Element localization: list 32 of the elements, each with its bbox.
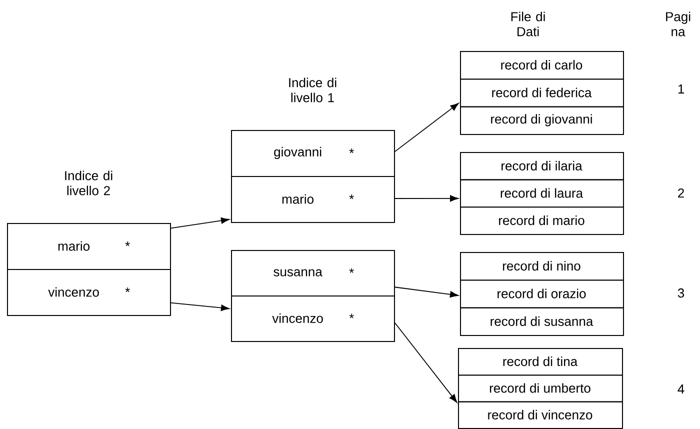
arrow <box>170 302 230 312</box>
arrow <box>394 322 458 403</box>
record-cell: record di carlo <box>460 51 624 80</box>
node-label: Indice di livello 1 <box>289 78 336 102</box>
record-cell: record di orazio <box>460 280 624 308</box>
record-cell: record di federica <box>460 78 624 108</box>
page-number: 4 <box>678 384 684 394</box>
column-heading: Pagi na <box>666 12 690 36</box>
index-cell: vincenzo * <box>7 269 171 316</box>
record-cell: record di mario <box>460 206 624 235</box>
record-cell: record di umberto <box>458 374 623 402</box>
node-label: Indice di livello 2 <box>65 170 112 196</box>
index-cell: mario * <box>7 223 171 270</box>
record-cell: record di laura <box>460 179 624 208</box>
record-cell: record di susanna <box>460 307 624 336</box>
arrow <box>394 195 458 202</box>
page-number: 2 <box>678 188 684 198</box>
arrow <box>170 217 230 229</box>
record-cell: record di giovanni <box>460 106 624 135</box>
index-cell: susanna * <box>231 250 395 296</box>
record-cell: record di nino <box>460 252 624 281</box>
arrow <box>394 102 459 152</box>
column-heading: File di Dati <box>511 12 545 36</box>
arrow <box>394 286 458 298</box>
index-cell: giovanni * <box>231 130 395 177</box>
record-cell: record di ilaria <box>460 152 624 180</box>
record-cell: record di tina <box>458 348 623 376</box>
record-cell: record di vincenzo <box>458 401 623 429</box>
page-number: 1 <box>678 84 684 94</box>
index-cell: vincenzo * <box>231 296 395 342</box>
page-number: 3 <box>678 288 684 298</box>
index-cell: mario * <box>231 176 395 223</box>
